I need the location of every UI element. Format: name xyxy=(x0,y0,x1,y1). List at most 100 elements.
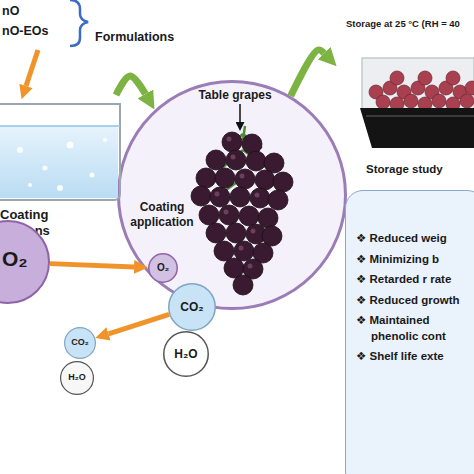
gas-circle: CO₂ xyxy=(168,283,216,331)
grape-cluster xyxy=(246,151,266,171)
grape-cluster xyxy=(240,174,245,179)
beaker-illustration xyxy=(57,185,63,191)
result-item: ❖ Retarded r rate xyxy=(356,272,474,288)
storage-tray xyxy=(418,97,432,111)
storage-box: Storage at 25 °C (RH = 40Storage study xyxy=(340,12,474,182)
grape-cluster xyxy=(196,168,216,188)
process-arrow xyxy=(116,76,145,95)
grape-cluster xyxy=(235,169,255,189)
grape-cluster xyxy=(219,205,239,225)
node-text: O₂ xyxy=(2,246,48,272)
node-text: Coating application xyxy=(125,200,199,230)
beaker-illustration xyxy=(0,104,120,200)
grape-cluster xyxy=(215,137,260,269)
grape-cluster xyxy=(231,155,236,160)
grape-cluster xyxy=(226,223,246,243)
storage-tray xyxy=(397,85,411,99)
grape-cluster xyxy=(199,205,219,225)
storage-tray xyxy=(404,94,418,108)
beaker-illustration xyxy=(28,183,32,187)
formulation-name: nO-EOs xyxy=(2,24,49,38)
storage-tray xyxy=(390,97,404,111)
storage-tray xyxy=(425,85,439,99)
grape-cluster xyxy=(191,186,211,206)
result-item: ❖ Reduced growth xyxy=(356,293,474,309)
grape-cluster xyxy=(224,210,229,215)
beaker-illustration xyxy=(17,147,23,153)
grape-cluster xyxy=(230,187,250,207)
storage-tray xyxy=(376,95,390,109)
grape-cluster xyxy=(251,229,256,234)
node-text: CO₂ xyxy=(64,327,96,359)
storage-tray xyxy=(453,85,467,99)
storage-tray xyxy=(446,97,460,111)
grape-cluster xyxy=(243,259,263,279)
result-item: ❖ Reduced weig xyxy=(356,231,474,247)
circle-outline xyxy=(119,82,346,309)
circle-outline xyxy=(61,362,94,395)
grape-cluster xyxy=(262,226,282,246)
grape-cluster xyxy=(255,193,260,198)
result-item: ❖ Shelf life exte xyxy=(356,349,474,365)
beaker-illustration xyxy=(67,142,74,149)
grape-cluster xyxy=(215,168,235,188)
coating-circle: Table grapesCoating applicationO₂CO₂ xyxy=(117,80,347,310)
storage-tray xyxy=(439,81,453,95)
coating-beaker: Coating ulations xyxy=(0,95,125,240)
grape-cluster xyxy=(255,170,275,190)
grape-cluster xyxy=(242,134,262,154)
beaker-illustration xyxy=(43,166,48,171)
beaker-illustration xyxy=(90,173,95,178)
result-item: ❖ Maintained phenolic cont xyxy=(356,313,474,344)
feed-arrow xyxy=(26,50,38,86)
grape-cluster xyxy=(191,126,293,295)
grape-cluster xyxy=(191,132,293,295)
beaker-illustration xyxy=(0,104,120,200)
storage-tray xyxy=(465,81,474,95)
beaker-illustration xyxy=(0,126,118,198)
gas-circle: O₂ xyxy=(148,253,178,283)
node-text: H₂O xyxy=(163,331,209,377)
grape-cluster xyxy=(206,223,226,243)
storage-tray xyxy=(460,94,474,108)
storage-tray xyxy=(432,94,446,108)
circle-outline xyxy=(169,284,216,331)
gas-circle: H₂O xyxy=(163,331,209,377)
grape-cluster xyxy=(215,192,220,197)
grape-cluster xyxy=(268,190,288,210)
storage-tray xyxy=(383,81,397,95)
storage-tray xyxy=(369,85,383,99)
process-arrow xyxy=(291,50,324,96)
grape-cluster xyxy=(239,206,259,226)
storage-tray xyxy=(390,71,404,85)
grape-cluster xyxy=(226,150,246,170)
storage-tray xyxy=(369,71,474,111)
pointer-arrow xyxy=(239,104,241,122)
storage-tray xyxy=(362,58,474,112)
node-text: H₂O xyxy=(60,361,94,395)
formulation-bracket xyxy=(70,0,88,46)
grape-cluster xyxy=(258,208,278,228)
group-label: Formulations xyxy=(95,30,174,44)
grape-cluster xyxy=(210,187,230,207)
beaker-illustration xyxy=(103,138,107,142)
gas-circle: H₂O xyxy=(60,361,94,395)
circle-outline xyxy=(164,332,209,377)
storage-tray xyxy=(366,115,474,117)
node-text: O₂ xyxy=(148,253,178,283)
storage-tray xyxy=(411,81,425,95)
grape-cluster xyxy=(248,264,253,269)
grape-cluster xyxy=(234,241,254,261)
grape-cluster xyxy=(233,275,253,295)
grape-cluster xyxy=(273,172,293,192)
storage-tray xyxy=(360,108,474,148)
grape-cluster xyxy=(212,126,270,200)
formulation-name: nO xyxy=(2,4,19,18)
result-item: ❖ Minimizing b xyxy=(356,252,474,268)
grape-cluster xyxy=(239,246,244,251)
grape-cluster xyxy=(214,241,234,261)
node-text: Table grapes xyxy=(185,88,285,103)
circle-outline xyxy=(65,328,96,359)
